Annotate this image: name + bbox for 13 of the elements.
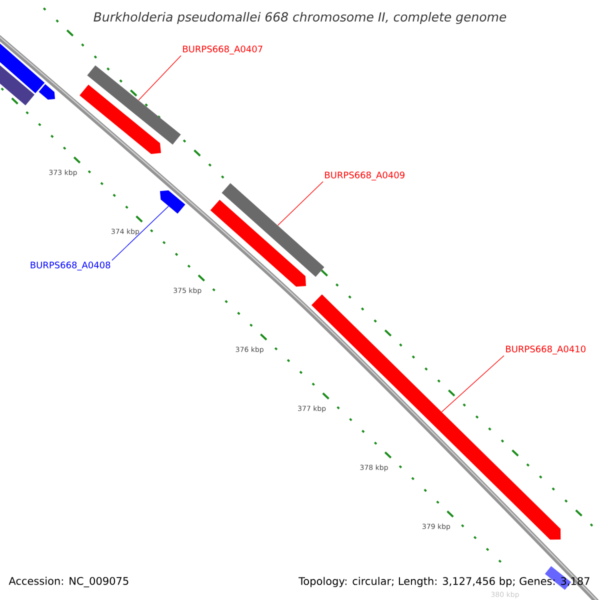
leader-line — [441, 355, 504, 412]
gene-bar — [222, 183, 324, 277]
gene-bar — [87, 65, 181, 145]
gene-label: BURPS668_A0410 — [506, 346, 586, 354]
leader-line — [112, 206, 169, 261]
footer-text: Accession: NC_009075 — [8, 576, 128, 588]
gene-label: BURPS668_A0408 — [30, 262, 110, 270]
gene-label: BURPS668_A0407 — [183, 46, 262, 54]
gene-label: BURPS668_A0409 — [325, 172, 404, 180]
leader-line — [277, 181, 324, 226]
title: Burkholderia pseudomallei 668 chromosome II, complete genome — [94, 12, 506, 24]
leader-line — [138, 55, 182, 100]
gene-arrow — [160, 190, 186, 214]
